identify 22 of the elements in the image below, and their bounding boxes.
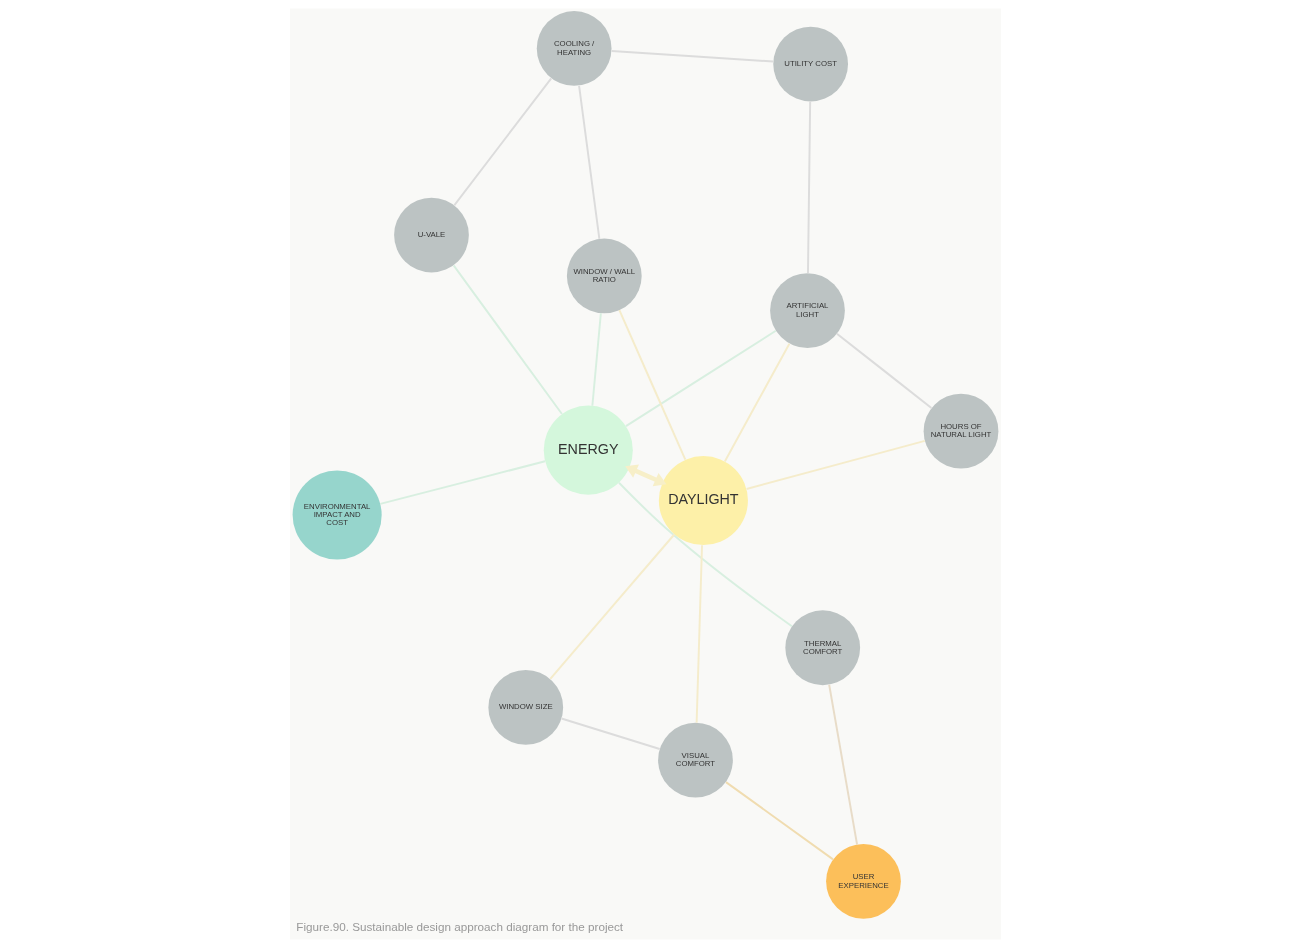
- connector: [695, 544, 703, 724]
- connector: [725, 781, 835, 861]
- arrow: [625, 464, 667, 487]
- node-circle: DAYLIGHT: [658, 456, 748, 546]
- connector: [560, 717, 661, 750]
- connector: [379, 460, 547, 505]
- caption: Figure.90. Sustainable design approach diagram for the project: [296, 919, 624, 933]
- connector: [835, 332, 933, 409]
- connector: [549, 533, 676, 680]
- connector: [625, 329, 777, 428]
- connector: [828, 683, 859, 846]
- connector: [723, 342, 791, 463]
- node-circle: ENERGY: [543, 405, 633, 495]
- connector: [745, 439, 926, 490]
- connector: [610, 49, 775, 63]
- connector: [591, 312, 602, 407]
- connector: [452, 264, 563, 415]
- connector: [453, 77, 553, 207]
- connector: [618, 481, 793, 628]
- connector: [578, 84, 601, 240]
- connector: [807, 100, 812, 275]
- connector: [618, 309, 687, 461]
